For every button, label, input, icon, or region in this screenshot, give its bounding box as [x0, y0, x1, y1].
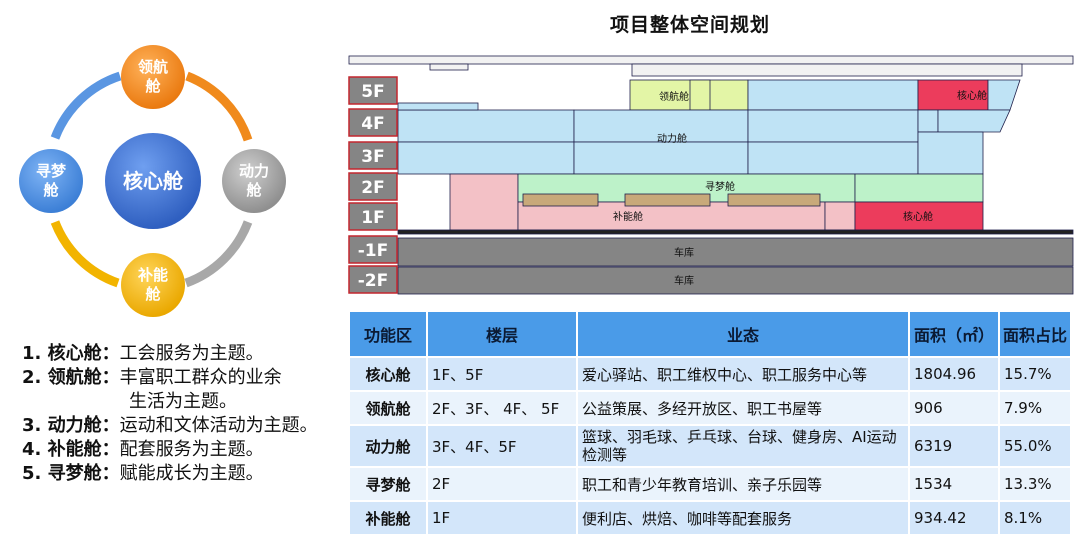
section-lh — [629, 79, 749, 111]
top-label-1: 领航 — [137, 58, 168, 76]
col-ratio: 面积占比 — [998, 310, 1072, 358]
cycle-bottom-node: 补能 舱 — [121, 253, 185, 317]
col-zone: 功能区 — [348, 310, 428, 358]
svg-text:-2F: -2F — [358, 271, 389, 291]
label-hx1: 核心舱 — [903, 210, 933, 223]
table-row: 寻梦舱 2F 职工和青少年教育培训、亲子乐园等 1534 13.3% — [348, 466, 1072, 502]
section-ck1 — [397, 237, 1074, 267]
label-dl: 动力舱 — [657, 132, 687, 145]
building-section — [348, 55, 1074, 295]
svg-text:4F: 4F — [361, 114, 384, 134]
desc-4: 4. 补能舱：配套服务为主题。 — [22, 439, 264, 460]
svg-text:2F: 2F — [361, 178, 384, 198]
center-label: 核心舱 — [123, 169, 184, 193]
floor-labels: 5F 4F 3F 2F 1F -1F -2F — [348, 76, 398, 294]
left-label-2: 舱 — [43, 181, 59, 199]
label-hx5: 核心舱 — [957, 89, 987, 102]
label-ck1: 车库 — [674, 246, 694, 259]
cycle-right-node: 动力 舱 — [222, 149, 286, 213]
cycle-left-node: 寻梦 舱 — [19, 149, 83, 213]
section-ck2 — [397, 266, 1074, 295]
table-row: 核心舱 1F、5F 爱心驿站、职工维权中心、职工服务中心等 1804.96 15… — [348, 356, 1072, 392]
right-label-1: 动力 — [239, 162, 269, 180]
bottom-label-2: 舱 — [145, 285, 161, 303]
table-row: 领航舱 2F、3F、 4F、 5F 公益策展、多经开放区、职工书屋等 906 7… — [348, 390, 1072, 426]
section-hx5 — [917, 79, 989, 111]
desc-3: 3. 动力舱：运动和文体活动为主题。 — [22, 415, 318, 436]
svg-text:-1F: -1F — [358, 241, 389, 261]
svg-text:5F: 5F — [361, 82, 384, 102]
svg-text:1F: 1F — [361, 208, 384, 228]
label-bn: 补能舱 — [613, 210, 643, 223]
label-xm: 寻梦舱 — [705, 180, 735, 193]
diagram-canvas: 核心舱 领航 舱 动力 舱 补能 舱 寻梦 舱 — [19, 45, 1074, 317]
col-area: 面积（㎡） — [908, 310, 1000, 358]
table-row: 补能舱 1F 便利店、烘焙、咖啡等配套服务 934.42 8.1% — [348, 500, 1072, 536]
desc-2: 2. 领航舱：丰富职工群众的业余 — [22, 367, 282, 388]
desc-1: 1. 核心舱：工会服务为主题。 — [22, 343, 264, 364]
col-floors: 楼层 — [426, 310, 578, 358]
zone-table: 功能区 楼层 业态 面积（㎡） 面积占比 核心舱 1F、5F 爱心驿站、职工维权… — [348, 310, 1072, 536]
desc-2-cont: 生活为主题。 — [129, 391, 237, 412]
bottom-label-1: 补能 — [137, 266, 168, 284]
left-label-1: 寻梦 — [36, 162, 67, 180]
top-label-2: 舱 — [145, 77, 161, 95]
section-hx1 — [854, 201, 984, 231]
cycle-center-node: 核心舱 — [105, 133, 201, 229]
label-lh: 领航舱 — [659, 90, 689, 103]
zone-descriptions: 1. 核心舱：工会服务为主题。 2. 领航舱：丰富职工群众的业余 生活为主题。 … — [22, 342, 318, 486]
table-row: 动力舱 3F、4F、5F 篮球、羽毛球、乒乓球、台球、健身房、AI运动检测等 6… — [348, 424, 1072, 468]
cycle-top-node: 领航 舱 — [121, 45, 185, 109]
svg-text:3F: 3F — [361, 147, 384, 167]
page-title: 项目整体空间规划 — [609, 14, 770, 36]
label-ck2: 车库 — [674, 274, 694, 287]
table-header-row: 功能区 楼层 业态 面积（㎡） 面积占比 — [348, 310, 1072, 358]
section-labels: 领航舱 动力舱 寻梦舱 补能舱 核心舱 核心舱 车库 车库 — [613, 89, 987, 287]
col-biz: 业态 — [576, 310, 910, 358]
right-label-2: 舱 — [246, 181, 262, 199]
cycle-ring — [50, 71, 253, 288]
desc-5: 5. 寻梦舱：赋能成长为主题。 — [22, 463, 264, 484]
